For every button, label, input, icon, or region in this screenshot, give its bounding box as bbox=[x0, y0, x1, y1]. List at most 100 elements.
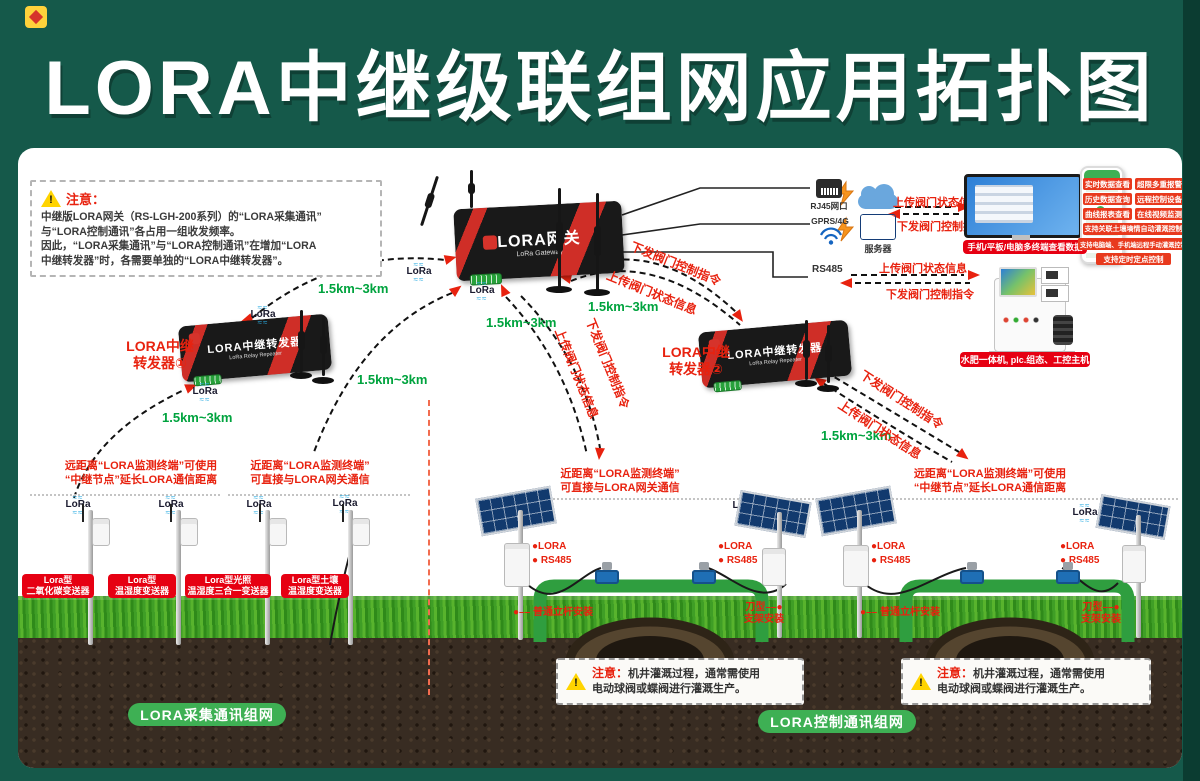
electric-valve bbox=[692, 562, 716, 584]
sensor-pole bbox=[176, 510, 181, 645]
feature-badge: 曲线报表查看 bbox=[1083, 208, 1132, 220]
note-far-right: 远距离“LORA监测终端”可使用“中继节点”延长LORA通信距离 bbox=[913, 468, 1067, 494]
distance-label: 1.5km~3km bbox=[318, 281, 389, 296]
download-cmd-label: 下发阀门控制指令 bbox=[897, 221, 985, 233]
pipe-left bbox=[533, 579, 769, 642]
install-pole-label: ●–– 普通立杆安装 bbox=[860, 607, 940, 618]
brand-logo-icon bbox=[25, 6, 47, 28]
station-box bbox=[762, 548, 786, 586]
fertilizer-machine bbox=[989, 267, 1075, 356]
antenna-icon bbox=[803, 320, 810, 380]
feature-badge: 支持定时定点控制 bbox=[1096, 253, 1171, 265]
antenna-base bbox=[817, 385, 839, 392]
antenna-icon bbox=[468, 170, 475, 208]
feature-badge: 超限多重报警 bbox=[1135, 178, 1182, 190]
feature-row: 曲线报表查看 在线视频监测 bbox=[1083, 208, 1182, 220]
sensor-device bbox=[180, 518, 198, 546]
lora-badge: ≈≈LoRa≈≈ bbox=[406, 260, 432, 284]
lora-badge: ≈≈LoRa≈≈ bbox=[192, 380, 218, 404]
sensor-label-soil: Lora型土壤温湿度变送器 bbox=[281, 574, 349, 598]
sensor-pole bbox=[348, 510, 353, 645]
electric-valve bbox=[1056, 562, 1080, 584]
monitor-screen bbox=[964, 174, 1082, 238]
distance-label: 1.5km~3km bbox=[357, 372, 428, 387]
separator bbox=[780, 498, 1178, 500]
group-badge-control: LORA控制通讯组网 bbox=[758, 710, 916, 733]
feature-badge: 远程控制设备 bbox=[1135, 193, 1182, 205]
warning-icon: ! bbox=[566, 673, 586, 690]
gprs-label: GPRS/4G bbox=[811, 216, 849, 226]
relay-1-label: LORA中继转发器① bbox=[126, 338, 194, 371]
install-pole-label: ●–– 普通立杆安装 bbox=[513, 607, 593, 618]
cloud-icon bbox=[858, 184, 898, 209]
sensor-antenna bbox=[259, 504, 261, 522]
sensor-device bbox=[92, 518, 110, 546]
sensor-label-th: Lora型温湿度变送器 bbox=[108, 574, 176, 598]
station-io-label: ●LORA● RS485 bbox=[1060, 541, 1100, 566]
antenna-icon bbox=[825, 325, 832, 383]
antenna-base bbox=[290, 372, 312, 379]
note-far-left: 远距离“LORA监测终端”可使用“中继节点”延长LORA通信距离 bbox=[64, 460, 218, 486]
lora-badge: ≈≈LoRa≈≈ bbox=[1072, 501, 1098, 525]
feature-badge: 实时数据查看 bbox=[1083, 178, 1132, 190]
station-box bbox=[843, 545, 869, 587]
antenna-icon bbox=[320, 316, 327, 376]
install-blade-label: 刀型––● 支架安装 bbox=[1081, 602, 1121, 625]
station-io-label: ●LORA● RS485 bbox=[532, 541, 572, 566]
page-title: LORA中继级联组网应用拓扑图 bbox=[44, 46, 1156, 131]
feature-badge: 在线视频监测 bbox=[1135, 208, 1182, 220]
feature-badge: 支持电脑端、手机端远程手动灌溉控制 bbox=[1077, 238, 1182, 250]
antenna-base bbox=[795, 380, 817, 387]
feature-badge: 支持关联土壤墒情自动灌溉控制 bbox=[1082, 223, 1182, 235]
rj45-port-icon bbox=[816, 179, 842, 198]
diagram-panel: ! 注意： 中继版LORA网关（RS-LGH-200系列）的“LORA采集通讯”… bbox=[18, 148, 1182, 768]
station-box bbox=[1122, 545, 1146, 583]
sensor-antenna bbox=[170, 504, 172, 522]
download-cmd-label: 下发阀门控制指令 bbox=[886, 289, 974, 301]
notice-box: ! 注意： 中继版LORA网关（RS-LGH-200系列）的“LORA采集通讯”… bbox=[30, 180, 382, 277]
antenna-base bbox=[584, 289, 610, 296]
antenna-base bbox=[312, 377, 334, 384]
sensor-device bbox=[352, 518, 370, 546]
rj45-label: RJ45网口 bbox=[810, 201, 848, 211]
antenna-icon bbox=[556, 188, 563, 288]
notice-line: 中继版LORA网关（RS-LGH-200系列）的“LORA采集通讯” bbox=[41, 211, 322, 223]
feature-row: 支持电脑端、手机端远程手动灌溉控制 bbox=[1077, 238, 1182, 250]
section-divider bbox=[428, 400, 430, 695]
antenna-icon bbox=[594, 193, 601, 291]
feature-badge: 历史数据查询 bbox=[1083, 193, 1132, 205]
lora-badge: ≈≈LoRa≈≈ bbox=[65, 493, 91, 517]
separator bbox=[228, 494, 410, 496]
feature-row: 历史数据查询 远程控制设备 bbox=[1083, 193, 1182, 205]
terminal-badge: 手机/平板/电脑多终端查看数据 bbox=[963, 240, 1087, 254]
electric-valve bbox=[960, 562, 984, 584]
irrigation-warning-box: ! 注意：机井灌溉过程，通常需使用 电动球阀或蝶阀进行灌溉生产。 bbox=[901, 658, 1151, 705]
install-blade-label: 刀型––● 支架安装 bbox=[744, 602, 784, 625]
wired-links bbox=[621, 187, 810, 278]
lora-badge: ≈≈LoRa≈≈ bbox=[469, 279, 495, 303]
station-io-label: ●LORA● RS485 bbox=[871, 541, 911, 566]
pipe-right bbox=[899, 579, 1135, 642]
upload-status-label: 上传阀门状态信息 bbox=[879, 263, 967, 275]
background-edge bbox=[1183, 0, 1200, 781]
distance-label: 1.5km~3km bbox=[821, 428, 892, 443]
warning-icon: ! bbox=[911, 673, 931, 690]
electric-valve bbox=[595, 562, 619, 584]
upload-status-label: 上传阀门状态信息 bbox=[893, 197, 981, 209]
station-io-label: ●LORA● RS485 bbox=[718, 541, 758, 566]
antenna-base bbox=[546, 286, 572, 293]
sensor-label-co2: Lora型二氧化碳变送器 bbox=[22, 574, 94, 598]
note-near-left: 近距离“LORA监测终端”可直接与LORA网关通信 bbox=[250, 460, 370, 486]
machine-badge: 水肥一体机, plc.组态、工控主机 bbox=[960, 352, 1090, 367]
antenna-icon bbox=[298, 310, 305, 372]
irrigation-warning-box: ! 注意：机井灌溉过程，通常需使用 电动球阀或蝶阀进行灌溉生产。 bbox=[556, 658, 804, 705]
lora-badge: ≈≈LoRa≈≈ bbox=[332, 492, 358, 516]
distance-label: 1.5km~3km bbox=[588, 299, 659, 314]
sensor-label-light: Lora型光照温湿度三合一变送器 bbox=[185, 574, 271, 598]
feature-row: 实时数据查看 超限多重报警 bbox=[1083, 178, 1182, 190]
warning-icon: ! bbox=[41, 190, 61, 207]
lora-links bbox=[73, 206, 970, 499]
arrowheads bbox=[184, 202, 980, 460]
device-logo bbox=[482, 235, 498, 250]
notice-line: 与“LORA控制通讯”各占用一组收发频率。 bbox=[41, 225, 241, 238]
